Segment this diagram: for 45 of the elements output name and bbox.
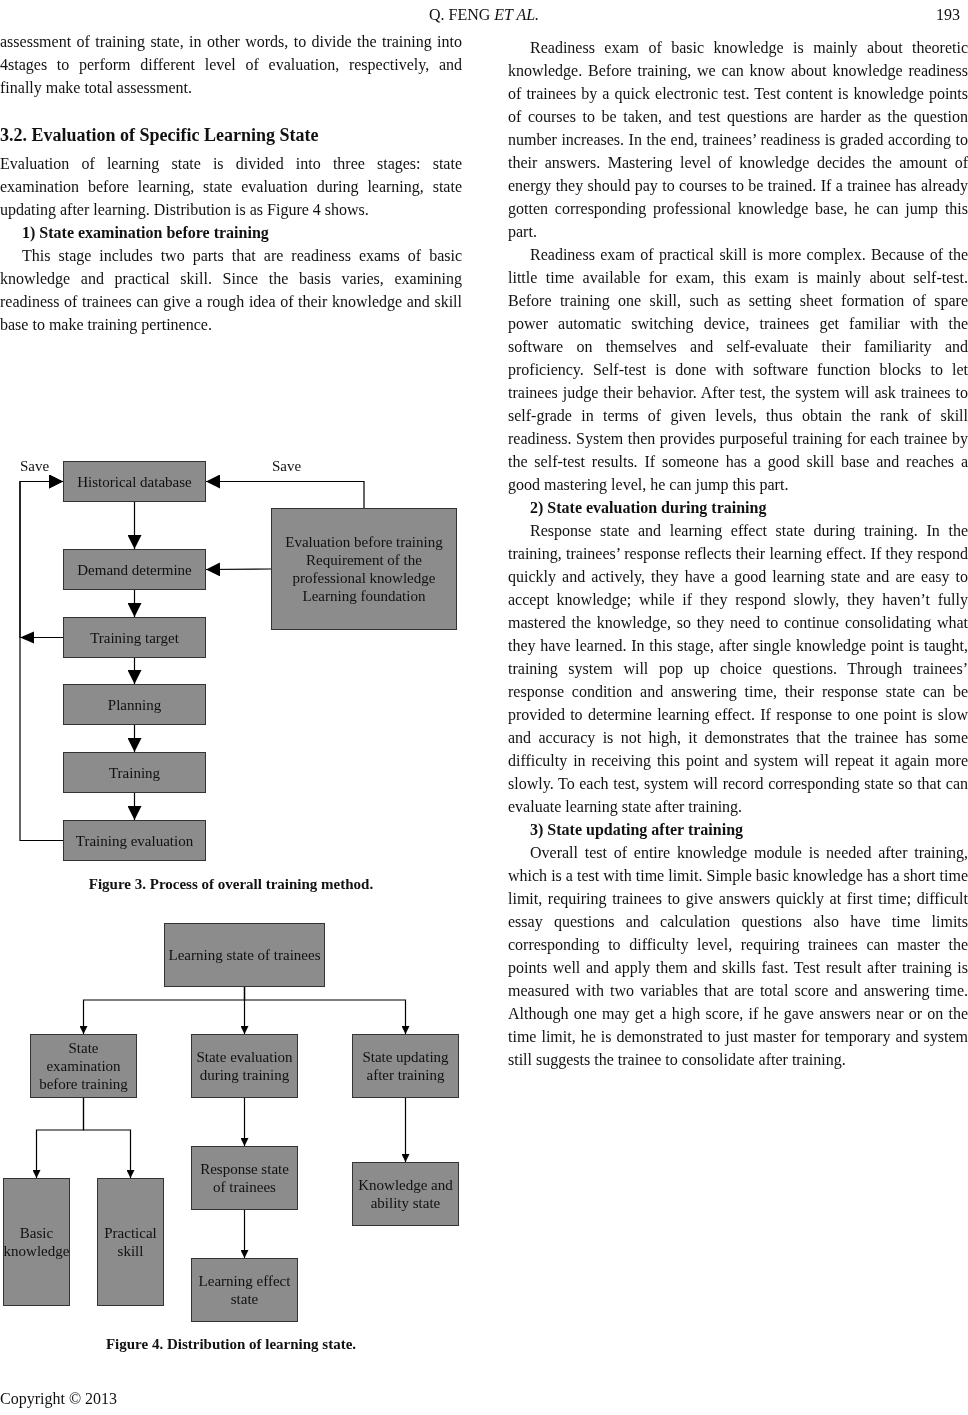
paragraph: Overall test of entire knowledge module is needed after training, which is a test with time limit. Simple basic knowledge has a short time limit, requiring trainees to give answers quickly at first time; difficult essay questions and calculation questions also have time limits corresponding to difficulty level, requiring trainees can master the points well and apply them and skills fast. Test result after training is measured with two variables that are total score and answering time. Although one may get a high score, if he gave answers near or on the time limit, he is demonstrated to just master for temporary and system still suggests the trainee to consolidate after training. (508, 843, 968, 1071)
arrow (127, 589, 142, 618)
process-box: Demand determine (63, 549, 206, 590)
running-header: Q. FENG ET AL. (427, 6, 541, 24)
process-box: Response state of trainees (191, 1146, 298, 1210)
arrow (127, 657, 142, 685)
arrow (19, 474, 64, 644)
arrow (127, 724, 142, 753)
arrow (127, 501, 142, 550)
subsection-heading: 2) State evaluation during training (529, 498, 768, 519)
paragraph: assessment of training state, in other words, to divide the training into 4stages to perform different level of evaluation, respectively, and finally make total assessment. (0, 32, 462, 99)
process-box: State examination before training (30, 1034, 137, 1098)
paragraph: Evaluation of learning state is divided into three stages: state examination before learning, state evaluation during learning, state updating after learning. Distribution is as Figure 4 shows. (0, 154, 462, 221)
process-box: State updating after training (352, 1034, 459, 1098)
process-box: Historical database (63, 461, 206, 502)
process-box: Training evaluation (63, 820, 206, 861)
figure-caption: Figure 3. Process of overall training method. (87, 876, 375, 893)
arrow (82, 1097, 135, 1179)
subsection-heading: 3) State updating after training (529, 820, 745, 841)
process-box: Learning state of trainees (164, 923, 325, 987)
process-box: Training target (63, 617, 206, 658)
process-box: Training (63, 752, 206, 793)
process-box: Evaluation before training Requirement of the professional knowledge Learning foundation (271, 508, 457, 630)
process-box: Planning (63, 684, 206, 725)
paragraph: Response state and learning effect state during training. In the training, trainees’ response reflects their learning effect. If they respond quickly and actively, they have a good learning state and are easy to accept knowledge; while if they respond slowly, they haven’t fully mastered the knowledge, so they need to continue consolidating what they have learned. In this stage, after single knowledge point is taught, training system will pop up choice questions. Through trainees’ response condition and answering time, their response state can be provided to determine learning effect. If response to one point is slow and accuracy is not high, it demonstrates that the trainee has some difficulty in receiving this point and system will repeat it again more slowly. To each test, system will record corresponding state so that can evaluate learning state after training. (508, 521, 968, 818)
figure-caption: Figure 4. Distribution of learning state. (104, 1336, 358, 1353)
section-heading: 3.2. Evaluation of Specific Learning State (0, 125, 320, 146)
arrow (127, 792, 142, 821)
process-box: Basic knowledge (3, 1178, 70, 1306)
arrow (401, 1097, 410, 1163)
process-box: Practical skill (97, 1178, 164, 1306)
paragraph: Readiness exam of basic knowledge is mainly about theoretic knowledge. Before training, we can know about knowledge readiness of trainees by a quick electronic test. Test content is knowledge points of courses to be taken, and test questions are harder as the question number increases. In the end, trainees’ readiness is graded according to their answers. Mastering level of knowledge decides the amount of energy they should pay to courses to be trained. If a trainee has already gotten corresponding professional knowledge base, he can jump this part. (508, 38, 968, 243)
process-box: Knowledge and ability state (352, 1162, 459, 1226)
arrow (240, 1097, 249, 1147)
process-box: Learning effect state (191, 1258, 298, 1322)
process-box: State evaluation during training (191, 1034, 298, 1098)
paragraph: This stage includes two parts that are readiness exams of basic knowledge and practical skill. Since the basis varies, examining readiness of trainees can give a rough idea of their knowledge and skill base to make training pertinence. (0, 246, 462, 336)
subsection-heading: 1) State examination before training (21, 223, 270, 244)
page-number: 193 (935, 6, 960, 24)
arrow (243, 986, 410, 1035)
arrow (240, 1209, 249, 1259)
arrow (205, 562, 272, 577)
paragraph: Readiness exam of practical skill is more complex. Because of the little time available for exam, this exam is mainly about self-test. Before training one skill, such as setting sheet formation of spare power automatic switching device, trainees get familiar with the software on themselves and self-evaluate their familiarity and proficiency. Self-test is done with software function blocks to let trainees judge their behavior. After test, the system will ask trainees to self-grade in terms of given levels, thus obtain the rank of skill readiness. System then provides purposeful training for each trainee by the self-test results. If someone has a good skill base and reaches a good mastering level, he can jump this part. (508, 245, 968, 496)
copyright-notice: Copyright © 2013 (0, 1390, 119, 1408)
arrow (205, 474, 365, 509)
